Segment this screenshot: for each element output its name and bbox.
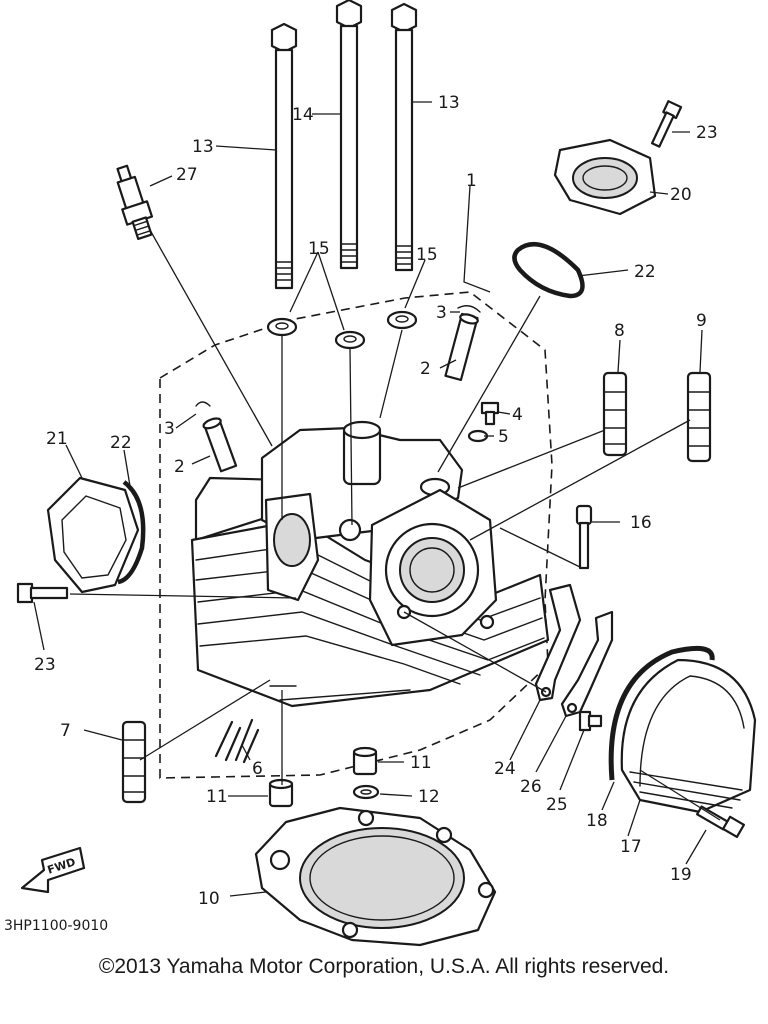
dowel-11-right	[352, 746, 378, 776]
o-ring-12	[352, 784, 380, 800]
washer-15-center	[334, 330, 366, 350]
cylinder-head-exploded-view: FWD	[4, 0, 757, 947]
cylinder-head-bolt-13-right	[390, 2, 418, 272]
cylinder-head-body	[190, 420, 550, 708]
callout-24: 24	[494, 759, 516, 779]
o-ring-22-side	[117, 480, 146, 585]
bolt-25	[578, 710, 603, 732]
dowel-11-left	[268, 778, 294, 808]
damper-8	[602, 371, 628, 457]
callout-15-left: 15	[308, 239, 330, 259]
bolt-16	[575, 504, 593, 570]
callout-8: 8	[614, 321, 625, 341]
callout-1: 1	[466, 171, 477, 191]
callout-20: 20	[670, 185, 692, 205]
callout-21: 21	[46, 429, 68, 449]
callout-3-upper: 3	[436, 303, 447, 323]
callout-18: 18	[586, 811, 608, 831]
washer-15-right	[386, 310, 418, 330]
callout-25: 25	[546, 795, 568, 815]
bracket-24	[534, 583, 582, 702]
callout-5: 5	[498, 427, 509, 447]
callout-22-top: 22	[634, 262, 656, 282]
callout-11-right: 11	[410, 753, 432, 773]
bolt-19	[696, 805, 746, 839]
bolt-23-left	[16, 582, 69, 604]
o-ring-22-top	[512, 241, 585, 299]
copyright-notice: ©2013 Yamaha Motor Corporation, U.S.A. A…	[98, 955, 670, 978]
dowel-7	[121, 720, 147, 804]
drawing-code: 3HP1100-9010	[4, 918, 108, 934]
gasket-18	[608, 645, 715, 781]
leader-lines	[33, 101, 721, 897]
damper-9	[686, 371, 712, 463]
callout-13-left: 13	[192, 137, 214, 157]
callout-16: 16	[630, 513, 652, 533]
callout-19: 19	[670, 865, 692, 885]
cylinder-head-bolt-14	[335, 0, 363, 270]
circlip-3-upper	[457, 305, 481, 313]
callout-3-lower: 3	[164, 419, 175, 439]
circlip-3-lower	[195, 401, 211, 407]
callout-13-right: 13	[438, 93, 460, 113]
callout-15-right: 15	[416, 245, 438, 265]
intake-manifold-joint	[553, 138, 657, 216]
callout-23-top: 23	[696, 123, 718, 143]
spark-plug	[116, 164, 154, 241]
callout-17: 17	[620, 837, 642, 857]
cylinder-head-assembly-outline	[159, 291, 553, 779]
callout-27: 27	[176, 165, 198, 185]
callout-14: 14	[292, 105, 314, 125]
callout-11-left: 11	[206, 787, 228, 807]
callout-2-lower: 2	[174, 457, 185, 477]
callout-9: 9	[696, 311, 707, 331]
forward-arrow-icon: FWD	[20, 846, 86, 894]
plug-4	[480, 401, 500, 426]
cylinder-head-cover-17	[620, 658, 757, 814]
callout-26: 26	[520, 777, 542, 797]
plate-26	[560, 610, 614, 718]
valve-guide-2-upper	[444, 312, 479, 382]
bolt-23-top	[650, 100, 683, 148]
stud-bolt-6	[214, 718, 260, 764]
valve-guide-2-lower	[202, 417, 238, 473]
callout-4: 4	[512, 405, 523, 425]
callout-6: 6	[252, 759, 263, 779]
callout-23-left: 23	[34, 655, 56, 675]
callout-10: 10	[198, 889, 220, 909]
callout-7: 7	[60, 721, 71, 741]
washer-15-left	[266, 317, 298, 337]
cylinder-head-gasket-10	[254, 806, 497, 947]
callout-22-side: 22	[110, 433, 132, 453]
callout-2-upper: 2	[420, 359, 431, 379]
cylinder-head-bolt-13-left	[270, 22, 298, 290]
side-cover-21	[46, 476, 140, 594]
callout-12: 12	[418, 787, 440, 807]
